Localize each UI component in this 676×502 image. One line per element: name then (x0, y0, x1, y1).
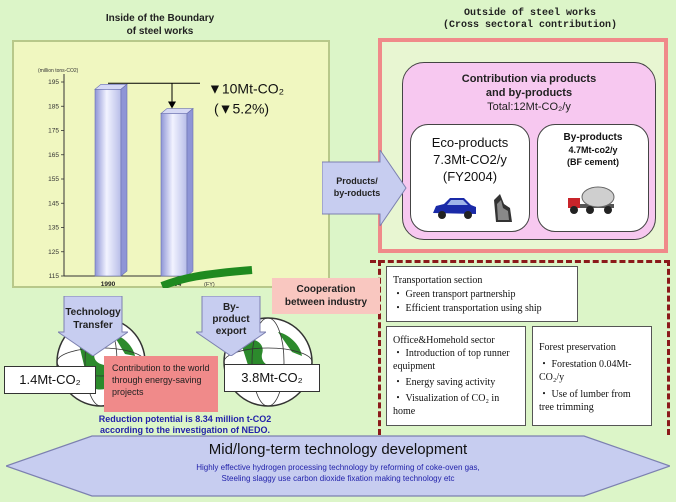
emissions-chart: (million tons-CO2) 115 125 135 145 155 165 175 1… (38, 68, 284, 288)
eco-products-text: Eco-products 7.3Mt-CO2/y (FY2004) (410, 134, 530, 185)
by-line3: (BF cement) (566, 157, 619, 167)
car-icon (433, 198, 476, 219)
dashed-divider-left (378, 260, 381, 435)
office-item: ・ Introduction of top runner equipment (393, 348, 510, 372)
contribution-line3: Total:12Mt-CO₂/y (487, 101, 571, 113)
office-title: Office&Homehold sector (393, 335, 495, 346)
eco-line1: Eco-products (431, 135, 509, 150)
contribution-line1: Contribution via products (461, 73, 597, 85)
midlong-line1: Highly effective hydrogen processing tec… (196, 463, 480, 472)
dashed-divider-right (667, 260, 670, 435)
inside-title: Inside of the Boundary of steel works (60, 12, 260, 38)
bar-side (186, 107, 194, 277)
reduction-potential-line2: according to the investigation of NEDO. (99, 425, 270, 435)
products-arrow-line2: by-roducts (333, 188, 381, 198)
ship-icon (494, 194, 512, 222)
products-arrow-label: Products/ by-roducts (326, 175, 388, 199)
reduction-label: ▼10Mt-CO₂ (208, 80, 284, 96)
x-axis-label: (FY) (204, 282, 215, 288)
y-tick-label: 195 (48, 79, 59, 86)
left-value-box: 1.4Mt-CO₂ (4, 366, 96, 394)
y-tick-label: 135 (48, 225, 59, 232)
by-products-text: By-products 4.7Mt-co2/y (BF cement) (537, 132, 649, 168)
reduction-arrow-head (168, 101, 176, 109)
byproduct-export-line3: export (215, 326, 247, 337)
eco-line2: 7.3Mt-CO2/y (433, 152, 507, 167)
right-value: 3.8Mt-CO₂ (241, 370, 303, 385)
forest-item: ・ Forestation 0.04Mt-CO₂/y (539, 359, 632, 383)
y-tick-label: 155 (48, 176, 59, 183)
green-arrow (160, 266, 253, 288)
byproduct-export-line1: By- (222, 302, 240, 313)
bar (94, 88, 122, 277)
tech-transfer-line1: Technology (65, 307, 121, 318)
midlong-text: Mid/long-term technology development Hig… (60, 440, 616, 484)
y-tick-label: 145 (48, 200, 59, 207)
office-box: Office&Homehold sector ・ Introduction of… (386, 326, 526, 426)
by-line1: By-products (563, 132, 623, 143)
tech-transfer-line2: Transfer (73, 320, 113, 331)
midlong-title: Mid/long-term technology development (208, 441, 468, 458)
transport-title: Transportation section (393, 275, 483, 286)
eco-line3: (FY2004) (442, 169, 498, 184)
by-products-box (537, 124, 649, 232)
outside-title-line2: (Cross sectoral contribution) (442, 20, 618, 31)
midlong-line2: Steeling slaggy use carbon dioxide fixat… (221, 474, 455, 483)
world-contribution-text: Contribution to the world through energy… (112, 363, 210, 397)
inside-title-line1: Inside of the Boundary (105, 13, 215, 24)
transport-item: ・ Efficient transportation using ship (393, 303, 542, 314)
bar-side (120, 83, 128, 277)
contribution-line2: and by-products (485, 87, 573, 99)
y-tick-label: 175 (48, 128, 59, 135)
y-tick-label: 125 (48, 249, 59, 256)
forest-item: ・ Use of lumber from tree trimming (539, 389, 631, 413)
reduction-potential-line1: Reduction potential is 8.34 million t-CO… (98, 414, 272, 424)
contribution-title: Contribution via products and by-product… (402, 72, 656, 114)
y-tick-label: 115 (49, 273, 60, 280)
y-axis-label: (million tons-CO2) (38, 68, 79, 74)
cooperation-line1: Cooperation (296, 284, 356, 295)
world-contribution-box: Contribution to the world through energy… (104, 356, 218, 412)
office-item: ・ Visualization of CO₂ in home (393, 393, 500, 417)
forest-title: Forest preservation (539, 342, 616, 353)
byproduct-export-label: By- product export (196, 302, 266, 338)
cooperation-box: Cooperation between industry (272, 278, 380, 314)
products-arrow-line1: Products/ (336, 176, 378, 186)
inside-title-line2: of steel works (126, 26, 194, 37)
reduction-percent: (▼5.2%) (214, 100, 269, 116)
byproduct-export-arrow (196, 296, 266, 356)
tech-transfer-label: Technology Transfer (58, 306, 128, 332)
products-arrow (322, 150, 407, 226)
transport-item: ・ Green transport partnership (393, 289, 516, 300)
left-value: 1.4Mt-CO₂ (19, 372, 81, 387)
by-line2: 4.7Mt-co2/y (568, 145, 618, 155)
right-value-box: 3.8Mt-CO₂ (224, 364, 320, 392)
midlong-hexagon (6, 435, 670, 497)
tech-transfer-arrow (58, 296, 128, 356)
office-item: ・ Energy saving activity (393, 377, 496, 388)
transport-box: Transportation section ・ Green transport… (386, 266, 578, 322)
cooperation-line2: between industry (284, 297, 368, 308)
bar (160, 113, 188, 277)
outside-title: Outside of steel works (Cross sectoral c… (420, 8, 640, 32)
dashed-divider-top (370, 260, 670, 263)
byproduct-export-line2: product (212, 314, 250, 325)
forest-box: Forest preservation ・ Forestation 0.04Mt… (532, 326, 652, 426)
x-tick-label: 1990 (101, 281, 116, 288)
cement-mixer-icon (568, 186, 615, 214)
outside-title-line1: Outside of steel works (463, 8, 597, 19)
reduction-potential: Reduction potential is 8.34 million t-CO… (50, 414, 320, 436)
y-tick-label: 165 (48, 152, 59, 159)
y-tick-label: 185 (48, 103, 59, 110)
